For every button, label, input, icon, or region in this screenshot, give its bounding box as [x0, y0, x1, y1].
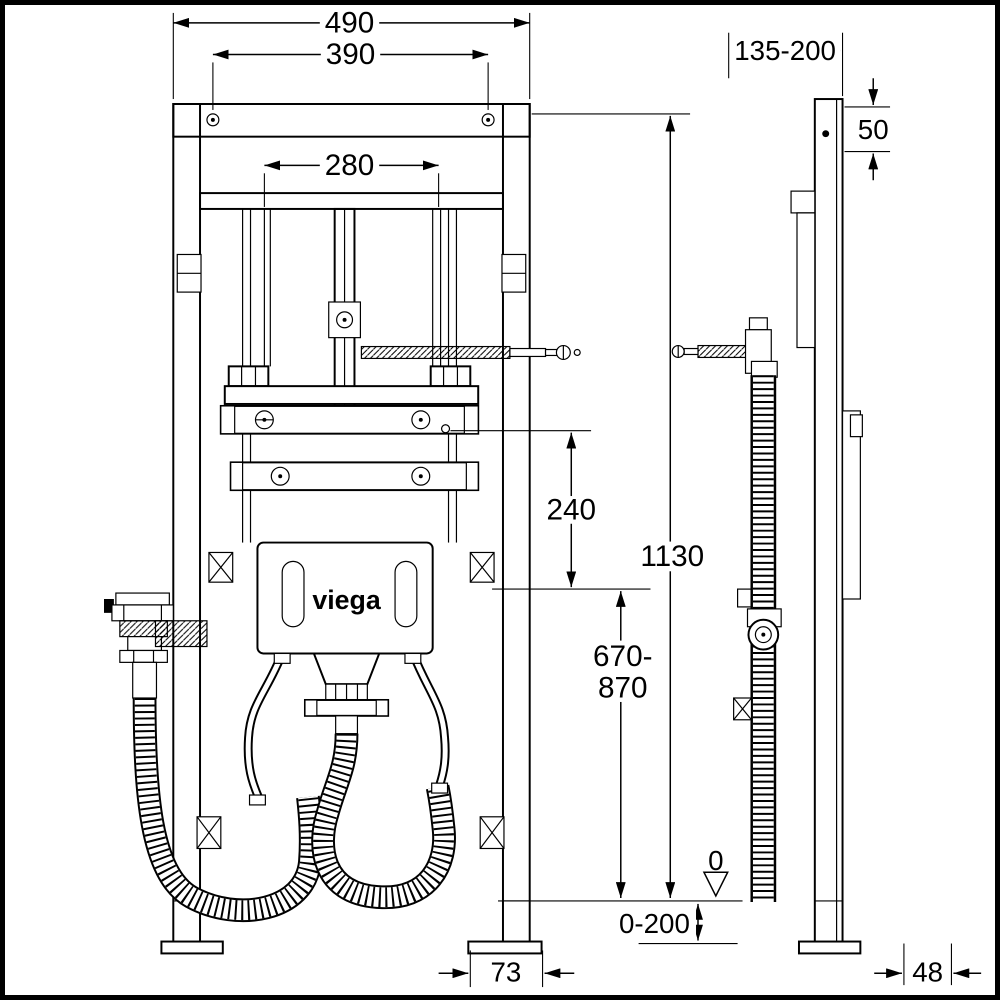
rod-nut-right: [429, 365, 472, 388]
anchor-rod: [360, 345, 511, 360]
dim-490: 490: [325, 6, 375, 39]
dim-670: 670-: [593, 640, 652, 673]
trap-outlet: [132, 661, 158, 699]
dim-870: 870: [598, 672, 648, 705]
dimension-foot-depth: 48: [874, 943, 982, 988]
dim-280: 280: [325, 149, 375, 182]
water-trap-assembly: [104, 592, 208, 699]
front-feet: [160, 900, 543, 955]
dimension-frame-height: 1130: [498, 113, 743, 902]
dimensions: 490 390 280 1130: [172, 6, 982, 988]
side-rail: [813, 98, 844, 947]
front-view: viega: [104, 103, 581, 955]
upper-crossmember: [199, 192, 504, 210]
dimension-bracket-drop: 240: [450, 430, 651, 590]
support-plate: [223, 385, 480, 405]
dimension-mount-range: 670- 870: [591, 591, 655, 898]
flush-valve-box: viega: [256, 541, 434, 664]
level-zero-marker: 0: [702, 845, 729, 898]
dimension-overall-width: 490: [172, 6, 531, 100]
top-crossbar: [172, 103, 531, 138]
dimension-hole-spacing: 390: [212, 38, 489, 110]
level-triangle-icon: [702, 871, 729, 898]
left-rail: [172, 103, 202, 947]
side-view: [671, 98, 863, 955]
dim-240: 240: [547, 493, 597, 526]
dim-73: 73: [491, 957, 522, 988]
foot-plate-left: [160, 940, 224, 955]
dim-50: 50: [858, 114, 889, 145]
reference-point: [440, 424, 451, 434]
dim-1130: 1130: [640, 540, 704, 573]
drain-flange: [303, 698, 390, 717]
dimension-top-offset: 50: [844, 78, 891, 181]
foot-plate-side: [797, 940, 862, 955]
valve-slot-right: [394, 560, 418, 628]
valve-slot-left: [281, 560, 305, 628]
zero-label: 0: [708, 845, 723, 876]
dimension-wall-clearance: 135-200: [728, 32, 844, 97]
trap-rail-fitting: [154, 620, 208, 648]
rod-nut-left: [227, 365, 270, 388]
side-plate: [796, 212, 816, 349]
dim-135-200: 135-200: [734, 35, 836, 66]
brand-label: viega: [312, 585, 381, 615]
dim-390: 390: [326, 38, 376, 71]
drain-stub: [335, 715, 359, 735]
right-rail: [501, 103, 531, 947]
wall-anchor-front: [360, 344, 581, 361]
side-fixing-hole: [822, 130, 830, 138]
dimension-rod-spacing: 280: [263, 149, 440, 207]
foot-plate-right: [467, 940, 543, 955]
dimension-floor-adjustment: 0-200: [612, 903, 738, 945]
mounting-bar-lower: [229, 461, 480, 492]
side-bracket-top: [790, 190, 816, 214]
drain-assembly: [303, 652, 390, 735]
side-panel: [841, 410, 861, 600]
dim-48: 48: [912, 957, 943, 988]
drain-funnel: [312, 652, 381, 686]
front-frame: [172, 103, 531, 947]
technical-drawing: viega: [104, 6, 982, 988]
hoses: [145, 651, 448, 910]
front-rod-assembly: [196, 207, 505, 850]
dim-0-200: 0-200: [619, 908, 690, 939]
wall-anchor-side: [671, 317, 778, 378]
dimension-foot-width: 73: [438, 950, 575, 988]
